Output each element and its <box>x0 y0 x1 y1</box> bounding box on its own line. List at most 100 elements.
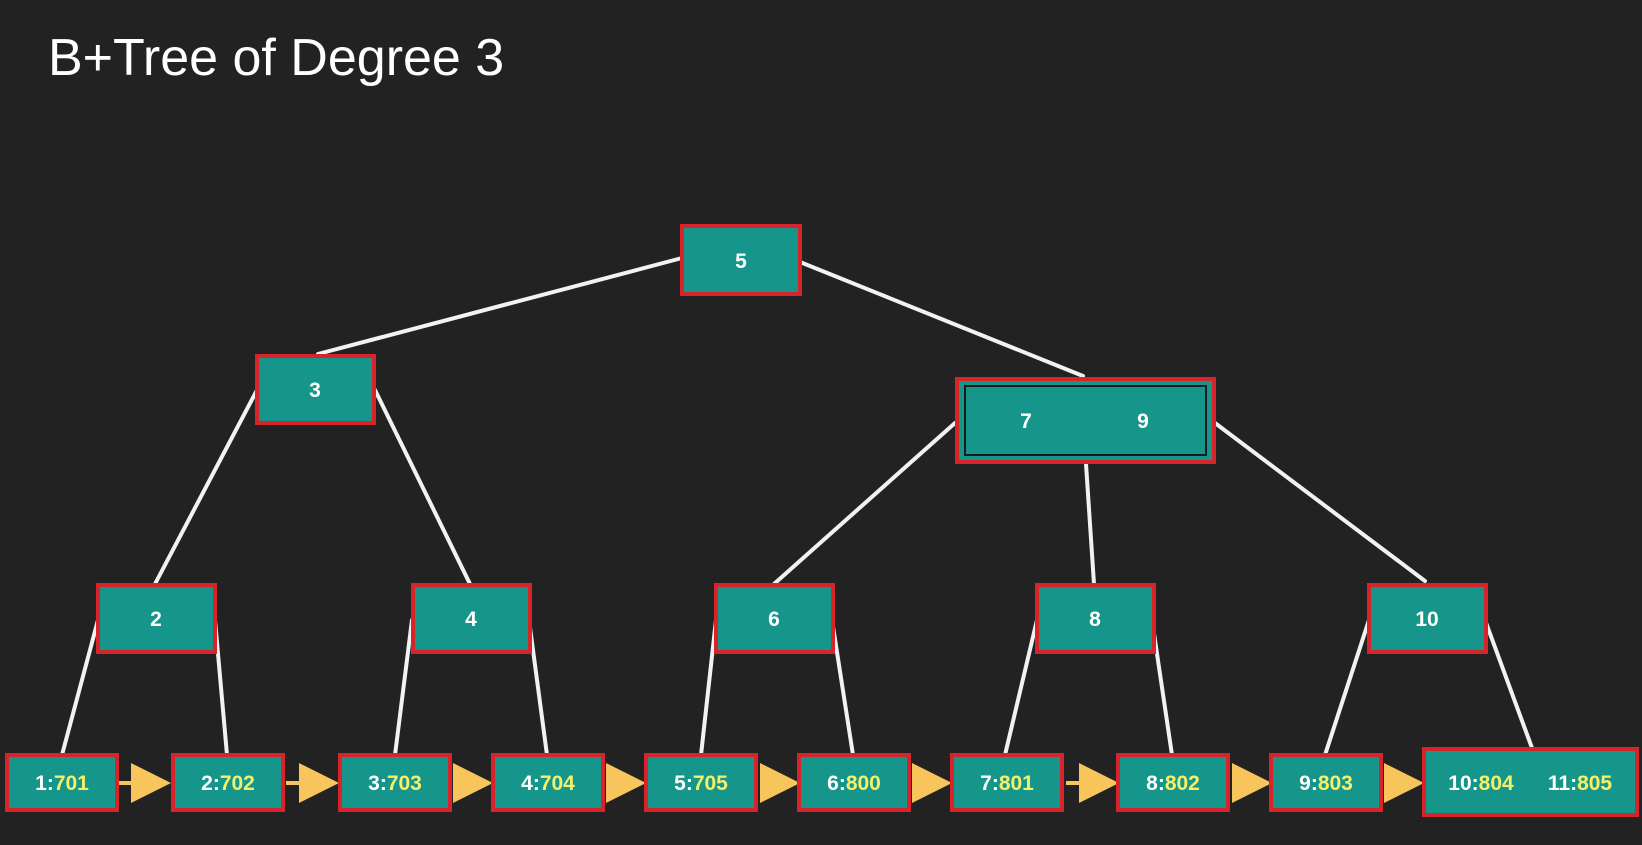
edge-10-to-leaf-9 <box>1323 618 1371 757</box>
leaf-value: 704 <box>540 772 575 795</box>
edge-4-to-leaf-3 <box>393 618 414 757</box>
leaf-node-7: 7:801 <box>950 753 1064 812</box>
internal-node-2: 2 <box>96 583 217 654</box>
leaf-node-5-box <box>644 753 758 812</box>
leaf-value: 801 <box>999 772 1034 795</box>
leaf-key: 7 <box>980 772 992 795</box>
leaf-separator: : <box>1158 772 1165 795</box>
leaf-entry: 11:805 <box>1548 772 1613 795</box>
leaf-entry: 7:801 <box>980 772 1034 795</box>
leaf-value: 805 <box>1577 772 1612 795</box>
edge-7-9-to-6 <box>772 421 957 586</box>
leaf-key: 4 <box>521 772 533 795</box>
leaf-key: 10 <box>1448 772 1471 795</box>
leaf-value: 800 <box>846 772 881 795</box>
leaf-separator: : <box>686 772 693 795</box>
leaf-entry: 1:701 <box>35 772 89 795</box>
leaf-node-1: 1:701 <box>5 753 119 812</box>
leaf-entry: 2:702 <box>201 772 255 795</box>
leaf-node-2: 2:702 <box>171 753 285 812</box>
internal-node-7-9-box <box>955 377 1216 464</box>
leaf-value: 703 <box>387 772 422 795</box>
internal-node-7-9: 7 9 <box>955 377 1216 464</box>
edge-10-to-leaf-10 <box>1483 618 1534 750</box>
root-key-5: 5 <box>735 250 747 273</box>
leaf-value: 705 <box>693 772 728 795</box>
leaf-key: 5 <box>674 772 686 795</box>
leaf-value: 802 <box>1165 772 1200 795</box>
leaf-key: 3 <box>368 772 380 795</box>
leaf-entry: 9:803 <box>1299 772 1353 795</box>
leaf-node-8: 8:802 <box>1116 753 1230 812</box>
leaf-key: 9 <box>1299 772 1311 795</box>
leaf-value: 702 <box>220 772 255 795</box>
leaf-entry: 10:804 <box>1448 772 1514 795</box>
internal-node-4: 4 <box>411 583 532 654</box>
leaf-node-9: 9:803 <box>1269 753 1383 812</box>
edge-7-9-to-10 <box>1213 421 1427 583</box>
internal-node-8: 8 <box>1035 583 1156 654</box>
leaf-separator: : <box>213 772 220 795</box>
leaf-node-4-box <box>491 753 605 812</box>
leaf-key: 11 <box>1548 772 1571 795</box>
leaf-node-6: 6:800 <box>797 753 911 812</box>
internal-node-10-box <box>1367 583 1488 654</box>
leaf-separator: : <box>533 772 540 795</box>
internal-node-10: 10 <box>1367 583 1488 654</box>
leaf-key: 6 <box>827 772 839 795</box>
leaf-separator: : <box>1570 772 1577 795</box>
leaf-node-8-box <box>1116 753 1230 812</box>
leaf-entry: 5:705 <box>674 772 728 795</box>
leaf-separator: : <box>47 772 54 795</box>
internal-node-6: 6 <box>714 583 835 654</box>
leaf-value: 701 <box>54 772 89 795</box>
leaf-entry: 8:802 <box>1146 772 1200 795</box>
leaf-node-9-box <box>1269 753 1383 812</box>
edge-8-to-leaf-7 <box>1003 618 1039 757</box>
leaf-node-5: 5:705 <box>644 753 758 812</box>
internal-node-6-key: 6 <box>768 608 780 631</box>
tree-edges <box>60 256 1534 757</box>
leaf-node-7-box <box>950 753 1064 812</box>
internal-node-key-7: 7 <box>1020 410 1032 433</box>
leaf-node-10: 10:804 11:805 <box>1422 747 1639 817</box>
leaf-key: 1 <box>35 772 47 795</box>
internal-node-8-box <box>1035 583 1156 654</box>
leaf-separator: : <box>380 772 387 795</box>
leaf-node-6-box <box>797 753 911 812</box>
internal-node-key-9: 9 <box>1137 410 1149 433</box>
root-node-box <box>680 224 802 296</box>
internal-node-4-key: 4 <box>465 608 477 631</box>
leaf-value: 804 <box>1479 772 1514 795</box>
leaf-node-3: 3:703 <box>338 753 452 812</box>
edge-3-to-2 <box>153 388 259 586</box>
leaf-entry: 3:703 <box>368 772 422 795</box>
leaf-node-1-box <box>5 753 119 812</box>
leaf-entry: 6:800 <box>827 772 881 795</box>
edge-6-to-leaf-5 <box>699 618 718 757</box>
edge-6-to-leaf-6 <box>830 618 855 757</box>
internal-node-3-key: 3 <box>309 379 321 402</box>
diagram-title: B+Tree of Degree 3 <box>48 29 505 87</box>
leaf-key: 2 <box>201 772 213 795</box>
leaf-value: 803 <box>1318 772 1353 795</box>
leaf-node-10-box <box>1422 747 1639 817</box>
leaf-node-3-box <box>338 753 452 812</box>
leaf-entry: 4:704 <box>521 772 575 795</box>
root-node: 5 <box>680 224 802 296</box>
leaf-node-4: 4:704 <box>491 753 605 812</box>
leaf-node-2-box <box>171 753 285 812</box>
internal-node-6-box <box>714 583 835 654</box>
internal-node-3-box <box>255 354 376 425</box>
edge-3-to-4 <box>373 388 472 586</box>
internal-node-8-key: 8 <box>1089 608 1101 631</box>
internal-node-4-box <box>411 583 532 654</box>
internal-node-10-key: 10 <box>1415 608 1438 631</box>
leaf-key: 8 <box>1146 772 1158 795</box>
edge-root-to-3 <box>316 256 684 356</box>
leaf-separator: : <box>839 772 846 795</box>
edge-2-to-leaf-1 <box>60 618 100 757</box>
internal-node-7-9-inner-border <box>964 385 1207 456</box>
internal-node-2-key: 2 <box>150 608 162 631</box>
